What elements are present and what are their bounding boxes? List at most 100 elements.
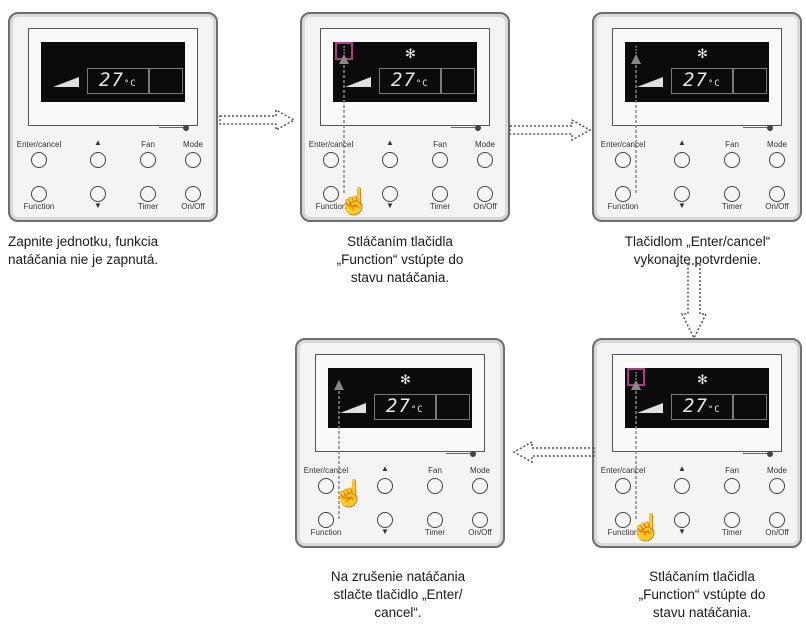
mode-label: Mode	[182, 140, 204, 149]
remote-controller-panel: ⫶ ✻ 27°C Enter/cancel ▲ Fan Mode	[592, 338, 802, 548]
pointing-hand-icon: ☝	[338, 186, 371, 216]
down-button[interactable]	[90, 186, 106, 202]
fan-button[interactable]	[427, 478, 443, 494]
down-button[interactable]	[674, 512, 690, 528]
caption-line: „Function“ vstúpte do	[638, 587, 766, 602]
down-label: ▼	[386, 201, 394, 210]
timer-button[interactable]	[427, 512, 443, 528]
onoff-button[interactable]	[477, 186, 493, 202]
caption-step-5: Stláčaním tlačidla „Function“ vstúpte do…	[598, 568, 806, 622]
timer-button[interactable]	[140, 186, 156, 202]
display-bezel: ⫶ ✻ 27°C	[320, 28, 490, 194]
mode-label: Mode	[474, 140, 496, 149]
down-button[interactable]	[377, 512, 393, 528]
function-button[interactable]	[318, 512, 334, 528]
indicator-line	[451, 127, 475, 128]
display-bezel: ⫶ ✻ 27°C	[612, 28, 782, 194]
up-button[interactable]	[674, 478, 690, 494]
indicator-led	[767, 125, 773, 131]
mode-label: Mode	[469, 466, 491, 475]
onoff-label: On/Off	[765, 202, 789, 211]
lcd-screen: ⫶ ✻ 27°C	[625, 42, 769, 194]
press-direction-arrow	[631, 380, 641, 520]
mode-button[interactable]	[472, 478, 488, 494]
press-direction-arrow	[631, 54, 641, 194]
temperature-unit: °C	[123, 79, 137, 89]
fan-label: Fan	[433, 140, 447, 149]
function-button[interactable]	[323, 186, 339, 202]
flow-arrow-right-2	[509, 118, 592, 142]
lcd-screen: ⫶ ✻ 27°C	[333, 42, 477, 194]
caption-line: Tlačidlom „Enter/cancel“	[624, 234, 771, 249]
fan-button[interactable]	[432, 152, 448, 168]
up-label: ▲	[386, 138, 394, 147]
timer-button[interactable]	[724, 186, 740, 202]
enter-cancel-button[interactable]	[615, 478, 631, 494]
function-button[interactable]	[615, 512, 631, 528]
caption-step-3: Tlačidlom „Enter/cancel“ vykonajte potvr…	[590, 233, 805, 269]
remote-controller-panel: ⫶ ✻ 27°C Enter/cancel ▲ Fan Mode	[300, 12, 510, 222]
enter-cancel-button[interactable]	[31, 152, 47, 168]
onoff-button[interactable]	[769, 512, 785, 528]
aux-segment-frame	[149, 68, 183, 94]
press-direction-arrow	[334, 380, 344, 520]
up-button[interactable]	[674, 152, 690, 168]
temp-segment-frame	[671, 394, 733, 420]
down-label: ▼	[94, 201, 102, 210]
flow-arrow-down	[680, 263, 708, 340]
caption-line: Stláčaním tlačidla	[347, 234, 453, 249]
down-button[interactable]	[674, 186, 690, 202]
caption-line: cancel“.	[374, 605, 422, 620]
temperature-unit: °C	[415, 79, 429, 89]
fan-speed-bars-icon	[637, 403, 663, 413]
timer-label: Timer	[721, 202, 743, 211]
function-label: Function	[23, 202, 55, 211]
mode-button[interactable]	[769, 152, 785, 168]
function-label: Function	[607, 202, 639, 211]
up-label: ▲	[678, 464, 686, 473]
up-button[interactable]	[377, 478, 393, 494]
function-button[interactable]	[31, 186, 47, 202]
fan-button[interactable]	[724, 152, 740, 168]
enter-cancel-button[interactable]	[318, 478, 334, 494]
timer-label: Timer	[424, 528, 446, 537]
up-label: ▲	[381, 464, 389, 473]
aux-segment-frame	[441, 68, 475, 94]
timer-button[interactable]	[724, 512, 740, 528]
onoff-button[interactable]	[472, 512, 488, 528]
pointing-hand-icon: ☝	[333, 478, 366, 508]
indicator-led	[767, 451, 773, 457]
function-label: Function	[607, 528, 639, 537]
up-button[interactable]	[90, 152, 106, 168]
enter-cancel-label: Enter/cancel	[600, 466, 646, 475]
aux-segment-frame	[733, 68, 767, 94]
mode-button[interactable]	[769, 478, 785, 494]
fan-button[interactable]	[724, 478, 740, 494]
mode-button[interactable]	[185, 152, 201, 168]
temperature-readout: 27°C	[391, 69, 429, 91]
snowflake-icon: ✻	[400, 372, 411, 387]
onoff-button[interactable]	[185, 186, 201, 202]
caption-line: stavu natáčania.	[652, 605, 752, 620]
mode-button[interactable]	[477, 152, 493, 168]
timer-button[interactable]	[432, 186, 448, 202]
enter-cancel-button[interactable]	[615, 152, 631, 168]
remote-controller-panel: ⫶ ✻ 27°C Enter/cancel ▲ Fan Mode	[592, 12, 802, 222]
onoff-button[interactable]	[769, 186, 785, 202]
aux-segment-frame	[733, 394, 767, 420]
temp-segment-frame	[87, 68, 149, 94]
up-button[interactable]	[382, 152, 398, 168]
down-button[interactable]	[382, 186, 398, 202]
remote-controller-panel: ✻ 27°C Enter/cancel ▲ Fan Mode	[295, 338, 505, 548]
temp-segment-frame	[671, 68, 733, 94]
timer-label: Timer	[721, 528, 743, 537]
swing-icon: ⫶	[634, 45, 638, 57]
aux-segment-frame	[436, 394, 470, 420]
indicator-led	[470, 451, 476, 457]
caption-line: Stláčaním tlačidla	[649, 569, 755, 584]
fan-button[interactable]	[140, 152, 156, 168]
up-label: ▲	[678, 138, 686, 147]
function-button[interactable]	[615, 186, 631, 202]
lcd-screen: ⫶ ✻ 27°C	[625, 368, 769, 520]
enter-cancel-button[interactable]	[323, 152, 339, 168]
